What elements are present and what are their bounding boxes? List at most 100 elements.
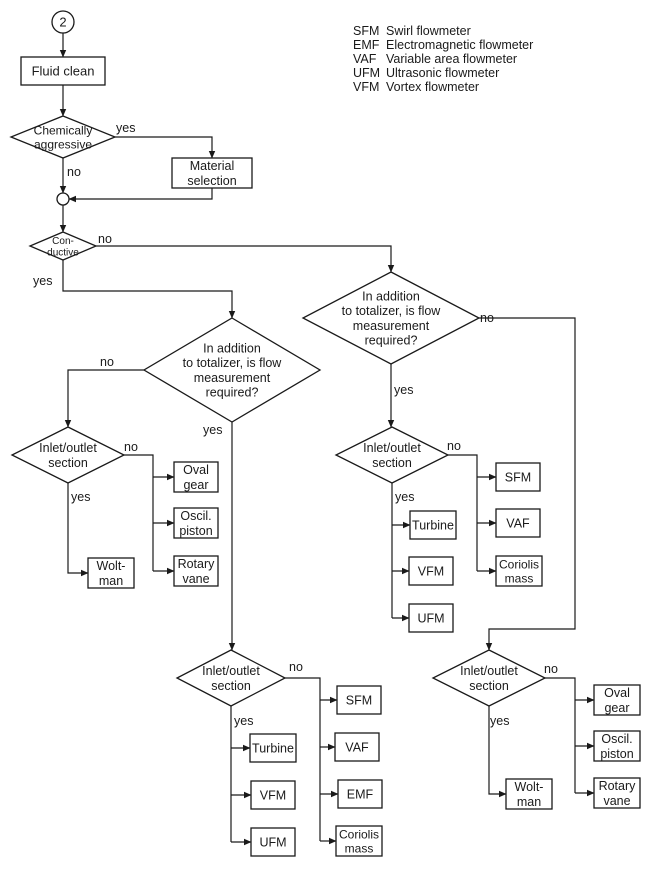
a-oval-box xyxy=(173,461,219,493)
node-label-line: Coriolis xyxy=(499,557,539,571)
node-label-line: vane xyxy=(603,794,630,808)
edge-label-inlet-c-no: no xyxy=(289,660,303,674)
inlet-d-diamond xyxy=(431,649,547,707)
node-label-line: ductive xyxy=(47,247,79,258)
edge-label-inlet-d-yes: yes xyxy=(490,714,509,728)
inlet-a-diamond xyxy=(10,426,126,484)
d-oval-box xyxy=(593,684,641,716)
node-b-sfm: SFM xyxy=(495,462,541,492)
node-label-line: In addition xyxy=(362,290,420,304)
d-oscil-box xyxy=(593,730,641,762)
a-oscil-box xyxy=(173,507,219,539)
node-label-line: UFM xyxy=(259,836,286,850)
node-label-line: Rotary xyxy=(599,779,637,793)
legend-abbr: VAF xyxy=(353,52,377,66)
node-label-line: Oscil. xyxy=(180,509,211,523)
b-sfm-box xyxy=(495,462,541,492)
node-label-line: Wolt- xyxy=(97,559,126,573)
node-label-line: UFM xyxy=(417,612,444,626)
edge-label-inlet-b-yes: yes xyxy=(395,490,414,504)
node-label-line: gear xyxy=(183,478,208,492)
edge-label-q-left-yes: yes xyxy=(203,423,222,437)
legend-abbr: VFM xyxy=(353,80,379,94)
node-label-line: VFM xyxy=(418,565,444,579)
edge-label-q-right-no: no xyxy=(480,311,494,325)
edge-label-inlet-a-no: no xyxy=(124,440,138,454)
connector-label: 2 xyxy=(59,15,66,30)
connector-line xyxy=(124,454,154,571)
edge-label-q-left-no: no xyxy=(100,355,114,369)
b-vaf-box xyxy=(495,508,541,538)
a-woltman-box xyxy=(87,557,135,589)
node-label-line: Inlet/outlet xyxy=(460,664,518,678)
node-label-line: Turbine xyxy=(412,519,454,533)
node-label-line: Inlet/outlet xyxy=(363,441,421,455)
node-b-vaf: VAF xyxy=(495,508,541,538)
edge-label-inlet-c-yes: yes xyxy=(234,714,253,728)
c-vfm-box xyxy=(250,780,296,810)
node-label-line: to totalizer, is flow xyxy=(342,304,442,318)
node-label-line: man xyxy=(99,574,123,588)
node-label-line: Inlet/outlet xyxy=(39,441,97,455)
node-label-line: Chemically xyxy=(34,123,93,137)
node-label-line: In addition xyxy=(203,342,261,356)
node-b-vfm: VFM xyxy=(408,556,454,586)
node-label-line: required? xyxy=(206,385,259,399)
node-label-line: vane xyxy=(182,572,209,586)
edges xyxy=(59,33,595,846)
node-label-line: mass xyxy=(505,571,534,585)
node-label-line: Oval xyxy=(183,463,209,477)
edge-label-inlet-b-no: no xyxy=(447,439,461,453)
node-b-ufm: UFM xyxy=(408,603,454,633)
edge-label-chem-no: no xyxy=(67,165,81,179)
merge-junction xyxy=(56,192,70,206)
node-label-line: section xyxy=(211,679,251,693)
node-label-line: to totalizer, is flow xyxy=(183,356,283,370)
node-label-line: man xyxy=(517,795,541,809)
legend-name: Ultrasonic flowmeter xyxy=(386,66,499,80)
node-label-line: Con- xyxy=(52,236,74,247)
d-rotary-box xyxy=(593,777,641,809)
fluid-clean-box xyxy=(20,56,106,86)
b-coriolis-box xyxy=(495,555,543,587)
connector-line xyxy=(448,454,478,571)
connector-line xyxy=(67,483,89,577)
legend-name: Variable area flowmeter xyxy=(386,52,517,66)
node-label-line: measurement xyxy=(353,319,430,333)
node-label-line: EMF xyxy=(347,788,374,802)
node-a-woltman: Wolt-man xyxy=(87,557,135,589)
node-label-line: Material xyxy=(190,159,234,173)
node-c-vfm: VFM xyxy=(250,780,296,810)
node-conductive: Con-ductive xyxy=(28,231,98,261)
node-d-woltman: Wolt-man xyxy=(505,778,553,810)
edge-label-inlet-d-no: no xyxy=(544,662,558,676)
connector-line xyxy=(488,706,507,798)
node-label-line: aggressive xyxy=(34,137,92,151)
edge-label-inlet-a-yes: yes xyxy=(71,490,90,504)
edge-label-chem-yes: yes xyxy=(116,121,135,135)
node-fluid-clean: Fluid clean xyxy=(20,56,106,86)
node-c-vaf: VAF xyxy=(334,732,380,762)
connector-line xyxy=(479,317,576,651)
node-label-line: mass xyxy=(345,841,374,855)
edge-label-q-right-yes: yes xyxy=(394,383,413,397)
connector-line xyxy=(545,677,576,793)
connector-line xyxy=(96,245,395,273)
node-label-line: required? xyxy=(365,333,418,347)
d-woltman-box xyxy=(505,778,553,810)
connector-line xyxy=(64,369,144,428)
node-label-line: gear xyxy=(604,701,629,715)
c-ufm-box xyxy=(250,827,296,857)
node-label-line: measurement xyxy=(194,371,271,385)
node-label-line: Inlet/outlet xyxy=(202,664,260,678)
